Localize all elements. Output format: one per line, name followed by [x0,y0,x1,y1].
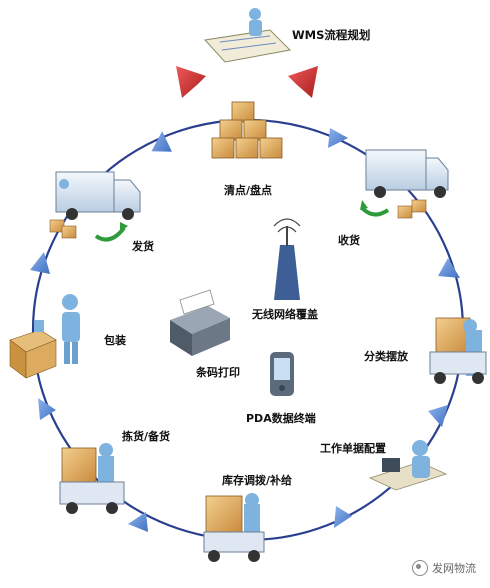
step-ship-label: 发货 [132,240,154,253]
transfer-forklift-illustration [203,493,265,562]
wireless-label: 无线网络覆盖 [252,308,318,321]
planner-illustration [204,8,292,63]
ring-arrow-left-lower [38,398,56,420]
barcode-label: 条码打印 [196,366,240,379]
ring-arrow-bottom-right [334,506,352,528]
plan-red-arrows [176,66,318,98]
pick-forklift-illustration [59,443,125,514]
ring-arrow-left-upper [30,252,50,274]
watermark: 发网物流 [412,560,476,576]
ring-arrow-top-right [328,128,348,148]
ship-truck-illustration [49,171,141,242]
step-count-label: 清点/盘点 [224,184,273,197]
ring-arrow-right-upper [438,258,460,278]
receive-truck-illustration [360,149,449,219]
pda-illustration [270,352,294,396]
step-pick-label: 拣货/备货 [122,430,171,443]
step-sort-label: 分类摆放 [364,350,408,363]
antenna-illustration [273,218,301,300]
printer-illustration [170,289,230,356]
packing-person-illustration [9,294,80,379]
ring-arrows [30,128,460,532]
ring-arrow-right-lower [428,405,448,427]
red-arrow-left [176,66,206,98]
step-receive-label: 收货 [338,234,360,247]
work-order-illustration [368,440,448,491]
ring-arrow-bottom-left [128,512,148,532]
watermark-logo-icon [412,560,428,576]
step-transfer-label: 库存调拨/补给 [222,474,293,487]
watermark-text: 发网物流 [432,562,476,575]
diagram-title: WMS流程规划 [292,28,371,42]
step-work-order-label: 工作单据配置 [320,442,386,455]
ring-arrow-top-left [151,131,172,152]
red-arrow-right [288,66,318,98]
stacked-boxes-illustration [211,101,283,159]
pda-label: PDA数据终端 [246,412,316,425]
sort-forklift-illustration [429,317,487,384]
step-pack-label: 包装 [104,334,126,347]
